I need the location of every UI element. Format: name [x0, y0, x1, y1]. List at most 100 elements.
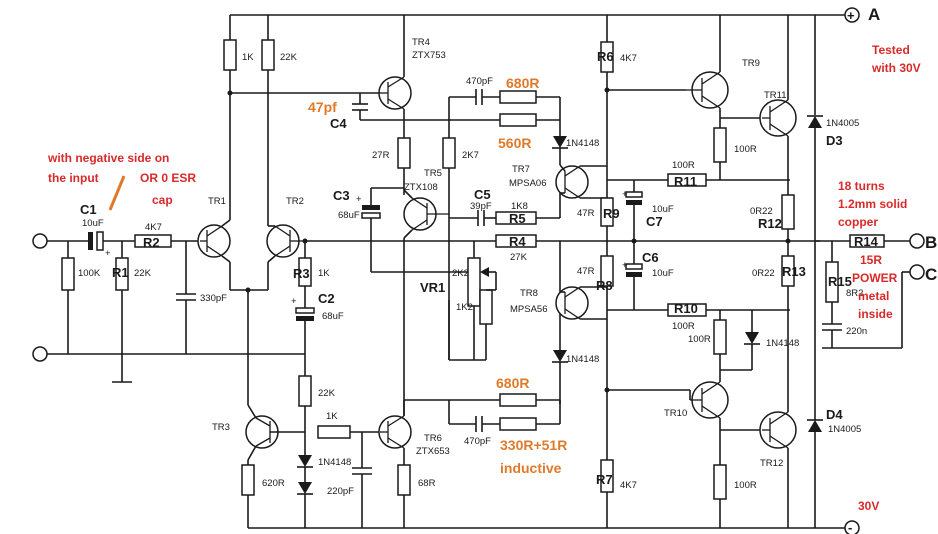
note-30v: 30V: [858, 499, 879, 513]
r11-value: 100R: [672, 160, 695, 171]
resistor-100r-tr9: [713, 127, 727, 163]
r13-value: 0R22: [752, 268, 775, 279]
d3-value: 1N4005: [826, 118, 859, 129]
diode-1n4148-b: [298, 482, 312, 494]
r2-ref: R2: [143, 235, 160, 250]
r6-value: 4K7: [620, 53, 637, 64]
r15-value: 8R2: [846, 288, 863, 299]
capacitor-c2: [295, 307, 315, 314]
r12-value: 0R22: [750, 206, 773, 217]
resistor-22k-lower: [298, 375, 312, 407]
c4-ref: C4: [330, 116, 347, 131]
r27r-value: 27R: [372, 150, 390, 161]
d-tr10-value: 1N4148: [766, 338, 799, 349]
diode-d3: [808, 116, 822, 128]
terminal-a-label: A: [868, 5, 880, 24]
r100-tr9-value: 100R: [734, 144, 757, 155]
vr1-ref: VR1: [420, 280, 445, 295]
resistor-r4: [495, 234, 537, 248]
note-or-0-esr: OR 0 ESR: [140, 171, 196, 185]
svg-text:+: +: [105, 248, 111, 259]
potentiometer-vr1[interactable]: [467, 257, 481, 307]
r8-ref: R8: [596, 278, 613, 293]
annotation-pointer: [108, 175, 126, 211]
d3-ref: D3: [826, 133, 843, 148]
r3-ref: R3: [293, 266, 310, 281]
r8-value: 47R: [577, 266, 595, 277]
resistor-100r-tr12: [713, 464, 727, 500]
tr6-type: ZTX653: [416, 446, 450, 457]
r1-value: 22K: [134, 268, 152, 279]
tr8-type: MPSA56: [510, 304, 548, 315]
resistor-560r: [499, 113, 537, 127]
transistor-tr4: [378, 76, 412, 110]
c470-bottom-value: 470pF: [464, 436, 491, 447]
power-terminal-positive[interactable]: +: [844, 7, 860, 23]
resistor-22k-top: [261, 39, 275, 71]
svg-text:+: +: [847, 8, 855, 23]
r1k-lower-value: 1K: [326, 411, 338, 422]
resistor-680r-bottom: [499, 393, 537, 407]
r1k-top-value: 1K: [242, 52, 254, 63]
svg-text:+: +: [622, 260, 628, 271]
r2k7-value: 2K7: [462, 150, 479, 161]
tr4-type: ZTX753: [412, 50, 446, 61]
r22k-top-value: 22K: [280, 52, 298, 63]
note-inside: inside: [858, 307, 893, 321]
resistor-1k-top: [223, 39, 237, 71]
transistor-tr5: [403, 197, 449, 231]
r2-value: 4K7: [145, 222, 162, 233]
positive-rail: [229, 14, 845, 40]
input-terminal-top[interactable]: [32, 233, 48, 249]
c7-value: 10uF: [652, 204, 674, 215]
input-terminal-bottom[interactable]: [32, 346, 48, 362]
tr7-type: MPSA06: [509, 178, 547, 189]
r5-ref: R5: [509, 211, 526, 226]
r9-value: 47R: [577, 208, 595, 219]
c4-value: 47pf: [308, 99, 337, 115]
transistor-tr8: [555, 286, 589, 320]
output-terminal-c[interactable]: [909, 264, 925, 280]
output-terminal-b[interactable]: [909, 233, 925, 249]
c1-ref: C1: [80, 202, 97, 217]
note-tested: Tested: [872, 43, 910, 57]
label-330r-51r: 330R+51R: [500, 437, 567, 453]
tr5-label: TR5: [424, 168, 442, 179]
r100-tr12-value: 100R: [734, 480, 757, 491]
capacitor-c3: [362, 205, 380, 210]
tr11-label: TR11: [764, 90, 787, 101]
r11-ref: R11: [674, 174, 697, 189]
r4-value: 27K: [510, 252, 528, 263]
tr7-label: TR7: [512, 164, 530, 175]
d-tr8-value: 1N4148: [566, 354, 599, 365]
r68-value: 68R: [418, 478, 436, 489]
tr2-label: TR2: [286, 196, 304, 207]
resistor-100k: [61, 257, 75, 291]
tr3-label: TR3: [212, 422, 230, 433]
resistor-100k-value: 100K: [78, 268, 101, 279]
resistor-1k-lower: [317, 425, 351, 439]
transistor-tr2: [266, 224, 305, 258]
r6-ref: R6: [597, 49, 614, 64]
r3-value: 1K: [318, 268, 330, 279]
c5-ref: C5: [474, 187, 491, 202]
label-680r-bottom: 680R: [496, 375, 529, 391]
label-inductive: inductive: [500, 460, 562, 476]
note-with-30v: with 30V: [871, 61, 921, 75]
diode-1n4148-a: [298, 455, 312, 467]
transistor-tr12: [759, 411, 797, 449]
c5-value: 39pF: [470, 201, 492, 212]
c7-ref: C7: [646, 214, 663, 229]
transistor-tr6: [378, 415, 412, 449]
r14-ref: R14: [854, 234, 879, 249]
r9-ref: R9: [603, 206, 620, 221]
power-terminal-negative[interactable]: -: [844, 520, 860, 534]
r12-ref: R12: [758, 216, 782, 231]
note-metal: metal: [858, 289, 889, 303]
r100-tr10-value: 100R: [688, 334, 711, 345]
transistor-tr7: [555, 165, 589, 199]
resistor-r13: [781, 255, 795, 287]
d4-value: 1N4005: [828, 424, 861, 435]
r22k-lower-value: 22K: [318, 388, 336, 399]
